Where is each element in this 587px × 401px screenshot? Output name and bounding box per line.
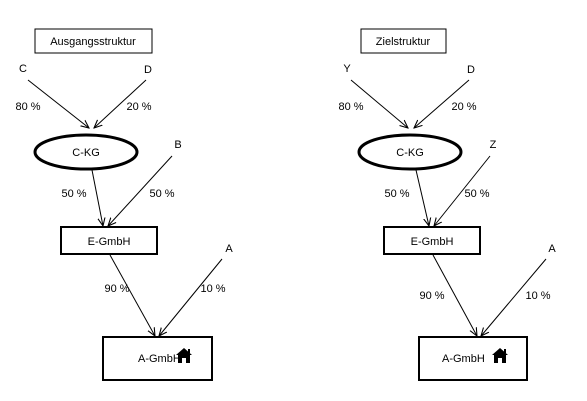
shareholder-mid-right-label: Z xyxy=(490,139,497,151)
a-gmbh-label-left: A-GmbH xyxy=(138,353,181,365)
shareholder-low-right-label: A xyxy=(225,243,233,255)
pct-kg-to-e: 50 % xyxy=(61,188,86,200)
arrow-mid-right-to-e xyxy=(108,155,173,226)
a-gmbh-node-left xyxy=(102,336,213,381)
pct-top-left: 80 % xyxy=(15,101,40,113)
house-icon xyxy=(176,348,192,363)
pct-top-right: 20 % xyxy=(451,101,476,113)
pct-kg-to-e: 50 % xyxy=(384,188,409,200)
pct-e-to-a: 90 % xyxy=(104,283,129,295)
pct-mid-to-e: 50 % xyxy=(149,188,174,200)
pct-low-to-a: 10 % xyxy=(525,290,550,302)
a-gmbh-node-right xyxy=(418,336,528,381)
shareholder-top-right-label: D xyxy=(144,64,152,76)
shareholder-mid-right-label: B xyxy=(174,139,181,151)
e-gmbh-label-left: E-GmbH xyxy=(88,236,131,248)
title-left: Ausgangsstruktur xyxy=(50,36,136,48)
kg-label-right: C-KG xyxy=(396,147,424,159)
arrow-top-left-to-kg xyxy=(27,79,89,128)
title-box-right xyxy=(360,28,447,54)
arrow-top-right-to-kg xyxy=(94,79,147,128)
a-gmbh-label-right: A-GmbH xyxy=(442,353,485,365)
arrow-kg-to-e xyxy=(415,169,429,226)
kg-label-left: C-KG xyxy=(72,147,100,159)
shareholder-top-left-label: Y xyxy=(343,63,351,75)
house-icon xyxy=(492,348,508,363)
e-gmbh-label-right: E-GmbH xyxy=(411,236,454,248)
arrow-mid-right-to-e xyxy=(434,155,491,226)
arrow-top-right-to-kg xyxy=(414,79,470,128)
arrow-e-to-a xyxy=(109,254,155,336)
arrow-kg-to-e xyxy=(91,169,103,226)
arrow-top-left-to-kg xyxy=(350,79,408,128)
pct-low-to-a: 10 % xyxy=(200,283,225,295)
kg-node-right xyxy=(357,133,463,171)
shareholder-top-left-label: C xyxy=(19,63,27,75)
arrow-low-right-to-a xyxy=(159,258,223,336)
arrow-e-to-a xyxy=(432,254,477,336)
title-right: Zielstruktur xyxy=(376,36,431,48)
kg-node-left xyxy=(33,133,139,171)
shareholder-top-right-label: D xyxy=(467,64,475,76)
pct-e-to-a: 90 % xyxy=(419,290,444,302)
right-structure: Zielstruktur Y D 80 % 20 % C-KG Z 50 % 5… xyxy=(338,28,556,381)
shareholder-low-right-label: A xyxy=(548,243,556,255)
left-structure: Ausgangsstruktur C D 80 % 20 % C-KG B 50… xyxy=(15,28,233,381)
arrow-low-right-to-a xyxy=(481,258,547,336)
title-box-left xyxy=(34,28,153,54)
pct-top-right: 20 % xyxy=(126,101,151,113)
pct-top-left: 80 % xyxy=(338,101,363,113)
e-gmbh-node-left xyxy=(60,226,158,255)
e-gmbh-node-right xyxy=(383,226,481,255)
pct-mid-to-e: 50 % xyxy=(464,188,489,200)
